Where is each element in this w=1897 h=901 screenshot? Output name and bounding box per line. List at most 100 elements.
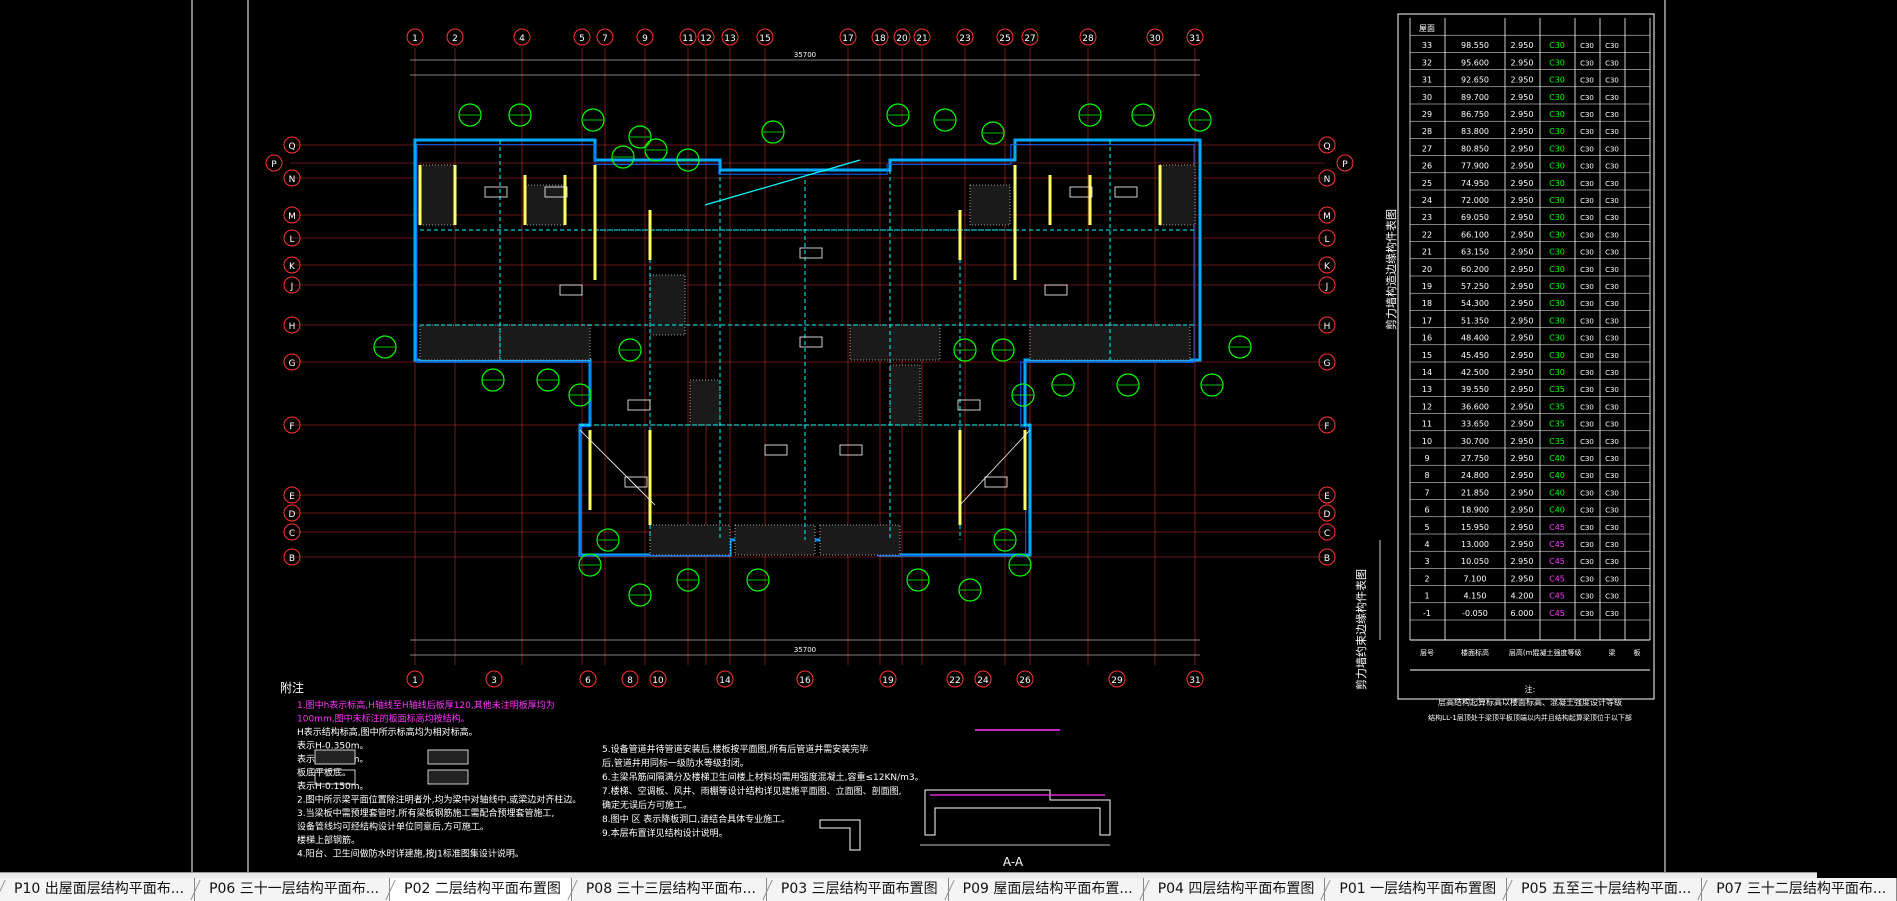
floor-concrete-grade: C30 bbox=[1549, 299, 1565, 308]
floor-height: 2.950 bbox=[1511, 488, 1534, 497]
floor-elevation: 36.600 bbox=[1461, 402, 1489, 411]
floor-slab-grade: C30 bbox=[1605, 335, 1619, 343]
axis-label-right: C bbox=[1324, 529, 1330, 539]
room-slab-label-box bbox=[559, 284, 583, 296]
floor-slab-grade: C30 bbox=[1605, 231, 1619, 239]
callout-bubble bbox=[993, 528, 1017, 552]
floor-concrete-grade: C30 bbox=[1549, 196, 1565, 205]
floor-elevation: -0.050 bbox=[1462, 609, 1488, 618]
floor-slab-grade: C30 bbox=[1605, 421, 1619, 429]
floor-concrete-grade: C45 bbox=[1549, 540, 1565, 549]
callout-bubble bbox=[618, 338, 642, 362]
axis-bubble-left bbox=[283, 229, 301, 247]
layout-tab[interactable]: P04 四层结构平面布置图 bbox=[1143, 878, 1326, 901]
axis-label-right: P bbox=[1342, 160, 1348, 170]
floor-beam-grade: C30 bbox=[1580, 266, 1594, 274]
axis-bubble-right bbox=[1318, 169, 1336, 187]
note-right-line: 9.本层布置详见结构设计说明。 bbox=[602, 827, 728, 839]
layout-tab[interactable]: P10 出屋面层结构平面布... bbox=[0, 878, 196, 901]
floor-number: 10 bbox=[1422, 437, 1432, 446]
floor-concrete-grade: C40 bbox=[1549, 454, 1565, 463]
floor-concrete-grade: C30 bbox=[1549, 248, 1565, 257]
axis-bubble-right bbox=[1318, 523, 1336, 541]
note-right-line: 7.楼梯、空调板、风井、雨棚等设计结构详见建施平面图、立面图、剖面图, bbox=[602, 785, 901, 797]
axis-label-right: Q bbox=[1323, 142, 1330, 152]
axis-bubble-top bbox=[956, 28, 974, 46]
floor-elevation: 92.650 bbox=[1461, 76, 1489, 85]
axis-label-right: M bbox=[1323, 212, 1331, 222]
room-slab-label-box bbox=[1069, 186, 1093, 198]
floor-beam-grade: C30 bbox=[1580, 421, 1594, 429]
axis-bubble-left bbox=[283, 504, 301, 522]
layout-tab[interactable]: P02 二层结构平面布置图 bbox=[390, 878, 572, 901]
floor-slab-grade: C30 bbox=[1605, 489, 1619, 497]
callout-bubble bbox=[958, 578, 982, 602]
callout-bubble bbox=[933, 108, 957, 132]
floor-height: 2.950 bbox=[1511, 265, 1534, 274]
hatched-slab-region bbox=[849, 324, 941, 361]
axis-label-right: G bbox=[1324, 359, 1331, 369]
room-slab-label-box bbox=[764, 444, 788, 456]
floor-concrete-grade: C30 bbox=[1549, 110, 1565, 119]
callout-bubble bbox=[578, 553, 602, 577]
floor-number: 24 bbox=[1422, 196, 1432, 205]
room-slab-label-box bbox=[799, 247, 823, 259]
floor-elevation: 57.250 bbox=[1461, 282, 1489, 291]
callout-bubble bbox=[991, 338, 1015, 362]
axis-bubble-top bbox=[513, 28, 531, 46]
layout-tab[interactable]: P07 三十二层结构平面布... bbox=[1702, 878, 1897, 901]
layout-tab[interactable]: P05 五至三十层结构平面... bbox=[1507, 878, 1703, 901]
axis-bubble-bottom bbox=[406, 670, 424, 688]
room-slab-label-box bbox=[544, 186, 568, 198]
layout-tab[interactable]: P09 屋面层结构平面布置... bbox=[948, 878, 1144, 901]
axis-bubble-right bbox=[1318, 486, 1336, 504]
floor-height: 2.950 bbox=[1511, 230, 1534, 239]
floor-number: 1 bbox=[1424, 592, 1429, 601]
floor-number: 20 bbox=[1422, 265, 1432, 274]
room-slab-label-box bbox=[957, 399, 981, 411]
floor-height: 2.950 bbox=[1511, 41, 1534, 50]
axis-label-left: D bbox=[289, 510, 296, 520]
floor-concrete-grade: C35 bbox=[1549, 385, 1565, 394]
floor-elevation: 45.450 bbox=[1461, 351, 1489, 360]
floor-slab-grade: C30 bbox=[1605, 128, 1619, 136]
floor-beam-grade: C30 bbox=[1580, 197, 1594, 205]
axis-bubble-left bbox=[265, 154, 283, 172]
note-left-line: 4.阳台、卫生间做防水时详建施,按J1标准图集设计说明。 bbox=[297, 848, 524, 860]
floor-slab-grade: C30 bbox=[1605, 111, 1619, 119]
axis-bubble-left bbox=[283, 276, 301, 294]
axis-bubble-right bbox=[1318, 206, 1336, 224]
axis-label-bottom: 16 bbox=[799, 676, 811, 686]
floor-beam-grade: C30 bbox=[1580, 438, 1594, 446]
axis-label-left: L bbox=[289, 235, 294, 245]
hatched-slab-region bbox=[649, 524, 731, 556]
callout-bubble bbox=[568, 383, 592, 407]
layout-tab[interactable]: P03 三层结构平面布置图 bbox=[766, 878, 949, 901]
floor-slab-grade: C30 bbox=[1605, 455, 1619, 463]
axis-label-bottom: 6 bbox=[585, 676, 591, 686]
layout-tab[interactable]: P01 一层结构平面布置图 bbox=[1325, 878, 1508, 901]
floor-slab-grade: C30 bbox=[1605, 59, 1619, 67]
axis-label-top: 20 bbox=[896, 34, 908, 44]
floor-table-header: 层高(m) bbox=[1509, 648, 1536, 657]
axis-bubble-top bbox=[406, 28, 424, 46]
slab-diagonal-left bbox=[579, 429, 656, 506]
floor-slab-grade: C30 bbox=[1605, 558, 1619, 566]
axis-bubble-left bbox=[283, 353, 301, 371]
floor-elevation: 98.550 bbox=[1461, 41, 1489, 50]
note-left-line: 1.图中h表示标高,H轴线至H轴线后板厚120,其他未注明板厚均为 bbox=[297, 699, 555, 711]
room-slab-label-box bbox=[984, 476, 1008, 488]
layout-tab[interactable]: P06 三十一层结构平面布... bbox=[195, 878, 391, 901]
floor-height: 2.950 bbox=[1511, 196, 1534, 205]
callout-bubble bbox=[373, 335, 397, 359]
axis-bubble-right bbox=[1318, 276, 1336, 294]
floor-elevation: 13.000 bbox=[1461, 540, 1489, 549]
floor-beam-grade: C30 bbox=[1580, 145, 1594, 153]
axis-label-top: 12 bbox=[700, 34, 711, 44]
floor-elevation: 74.950 bbox=[1461, 179, 1489, 188]
callout-bubble bbox=[611, 145, 635, 169]
layout-tab[interactable]: P08 三十三层结构平面布... bbox=[571, 878, 767, 901]
axis-bubble-top bbox=[893, 28, 911, 46]
